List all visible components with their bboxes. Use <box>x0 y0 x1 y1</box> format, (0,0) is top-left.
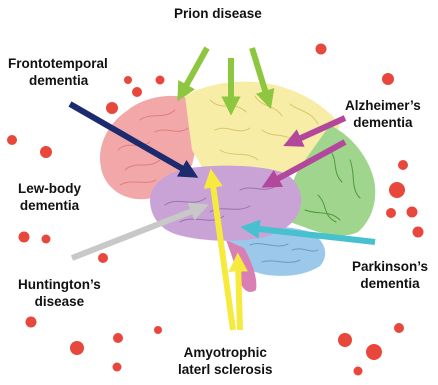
arrow-prion-left <box>182 48 207 93</box>
label-parkinsons-line2: dementia <box>352 275 428 292</box>
label-als-line2: laterl sclerosis <box>178 361 273 378</box>
label-frontotemporal-line1: Frontotemporal <box>8 55 108 72</box>
label-lewy-line2: dementia <box>18 197 81 214</box>
arrow-als-right <box>238 262 240 330</box>
label-huntingtons-disease: Huntington’s disease <box>18 276 101 310</box>
label-prion-disease: Prion disease <box>174 5 262 22</box>
label-alzheimers-line1: Alzheimer’s <box>345 97 421 114</box>
label-alzheimers-dementia: Alzheimer’s dementia <box>345 97 421 131</box>
label-huntingtons-line2: disease <box>18 293 101 310</box>
label-amyotrophic-lateral-sclerosis: Amyotrophic laterl sclerosis <box>178 344 273 378</box>
label-als-line1: Amyotrophic <box>178 344 273 361</box>
label-huntingtons-line1: Huntington’s <box>18 276 101 293</box>
label-lewy-line1: Lew-body <box>18 180 81 197</box>
label-parkinsons-line1: Parkinson’s <box>352 258 428 275</box>
label-parkinsons-dementia: Parkinson’s dementia <box>352 258 428 292</box>
label-lewy-body-dementia: Lew-body dementia <box>18 180 81 214</box>
brain <box>100 82 375 292</box>
label-alzheimers-line2: dementia <box>345 114 421 131</box>
label-frontotemporal-dementia: Frontotemporal dementia <box>8 55 108 89</box>
label-frontotemporal-line2: dementia <box>29 72 108 89</box>
